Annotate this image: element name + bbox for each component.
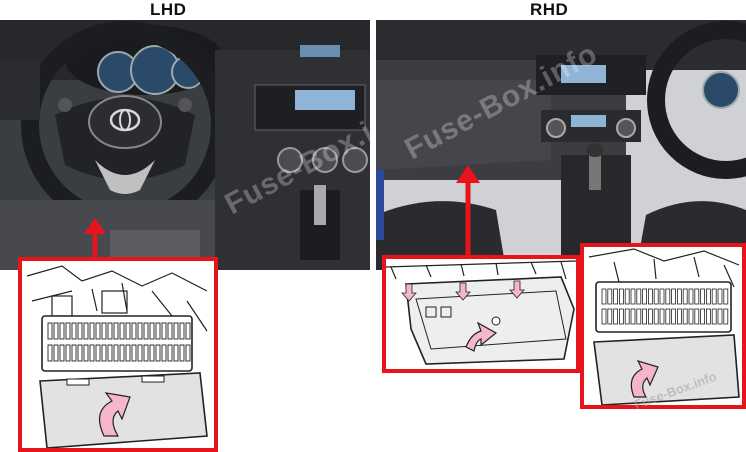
rhd-fuse-panel-inset	[382, 255, 580, 373]
rhd-dashboard-photo	[376, 20, 746, 270]
lhd-dashboard-photo	[0, 20, 370, 270]
rhd-fuse-block-inset	[580, 243, 746, 409]
lhd-label: LHD	[150, 0, 187, 19]
lhd-fuse-panel-inset	[18, 257, 218, 452]
lhd-pointer-arrow	[84, 218, 106, 260]
rhd-pointer-arrow	[456, 165, 480, 260]
rhd-label: RHD	[530, 0, 569, 19]
